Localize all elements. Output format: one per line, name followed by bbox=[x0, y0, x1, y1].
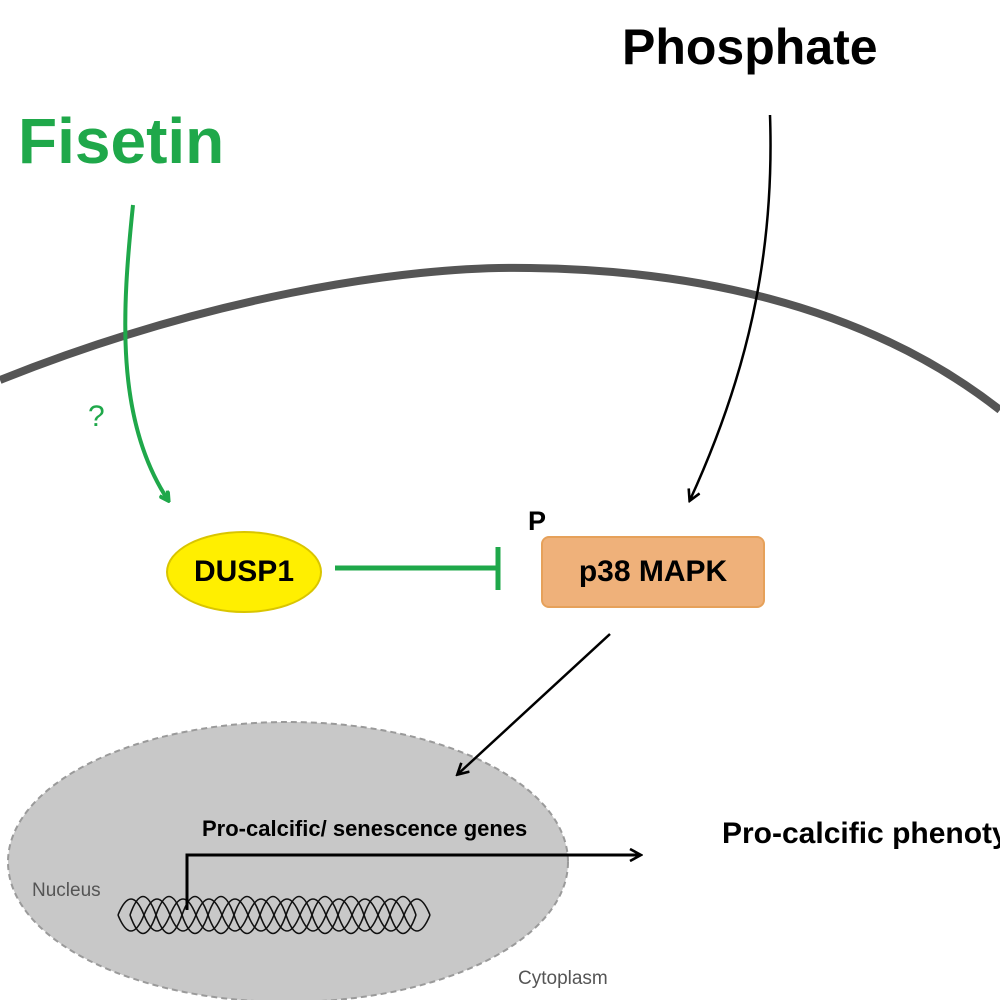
p38-mapk-node: p38 MAPK bbox=[541, 536, 765, 608]
phospho-mark: P bbox=[528, 506, 547, 536]
fisetin-to-dusp1-arrow bbox=[123, 204, 168, 500]
transcription-arrow bbox=[185, 855, 640, 910]
p38-to-nucleus-arrow bbox=[458, 633, 611, 774]
nucleus-body bbox=[7, 721, 569, 1000]
dusp1-node: DUSP1 bbox=[166, 531, 322, 613]
phosphate-label: Phosphate bbox=[622, 19, 878, 75]
uncertain-mark: ? bbox=[88, 400, 105, 433]
fisetin-label: Fisetin bbox=[18, 105, 225, 177]
cytoplasm-label: Cytoplasm bbox=[518, 968, 608, 989]
phenotype-label: Pro-calcific phenotype bbox=[722, 817, 1000, 850]
cell-membrane bbox=[0, 263, 1000, 414]
dna-helix bbox=[117, 895, 431, 935]
dusp1-inhibits-p38 bbox=[335, 547, 501, 590]
phosphate-to-p38-arrow bbox=[690, 114, 772, 500]
genes-label: Pro-calcific/ senescence genes bbox=[202, 816, 528, 841]
nucleus-label: Nucleus bbox=[32, 880, 101, 901]
